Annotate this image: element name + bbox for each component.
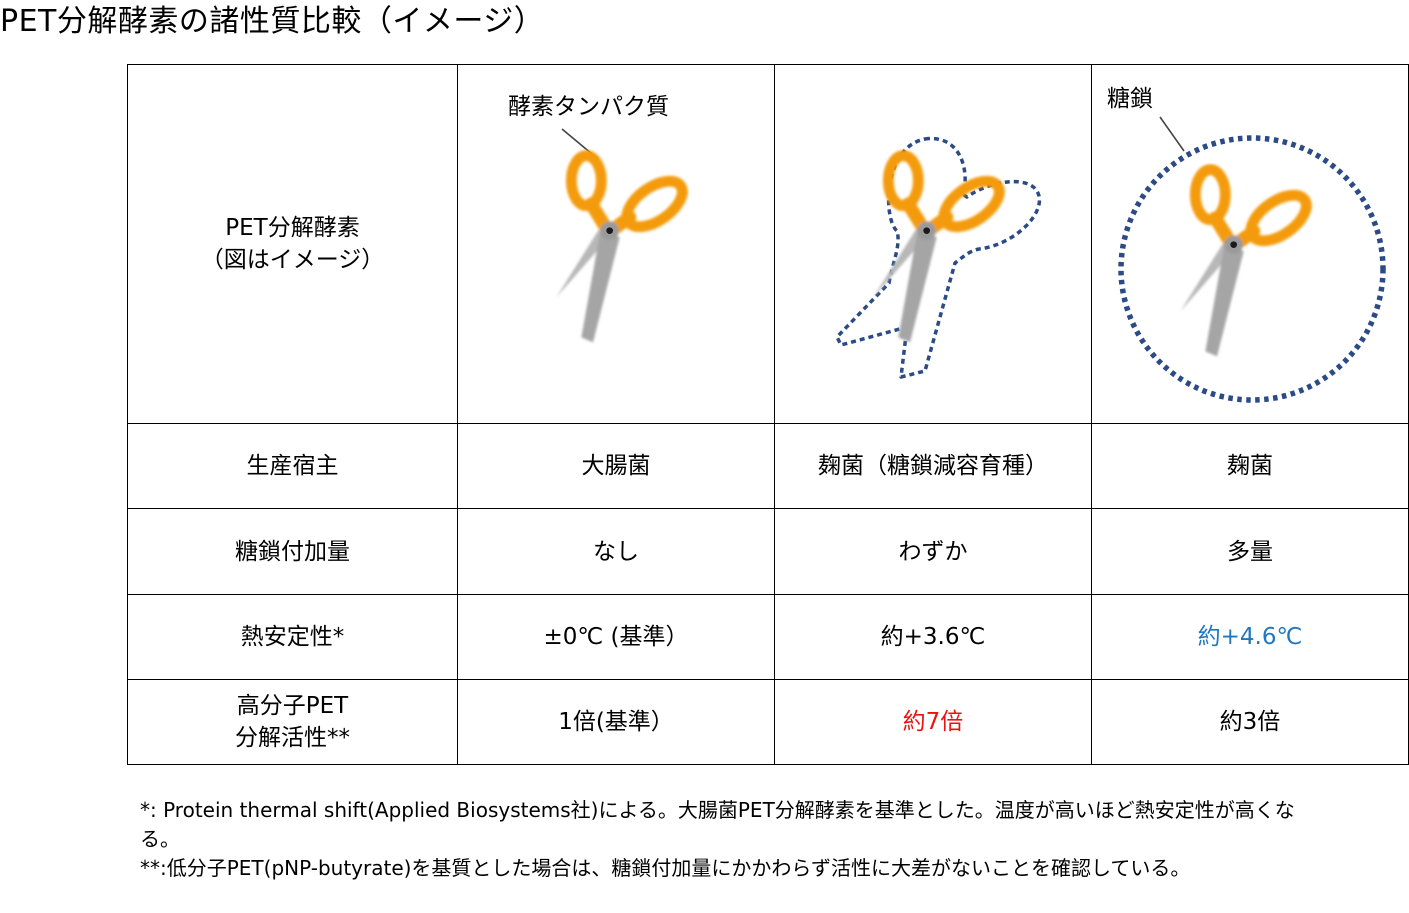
- table-row: 高分子PET 分解活性** 1倍(基準） 約7倍 約3倍: [127, 679, 1409, 765]
- enzyme-illustration-koji: [1118, 116, 1386, 403]
- table-cell: なし: [457, 508, 775, 595]
- row-label: 高分子PET 分解活性**: [127, 679, 458, 765]
- table-cell: 約+3.6℃: [774, 594, 1092, 680]
- row-label-line1: 高分子PET: [236, 693, 349, 719]
- table-row: 生産宿主 大腸菌 麹菌（糖鎖減容育種） 麹菌: [127, 423, 1409, 509]
- table-cell: ±0℃ (基準）: [457, 594, 775, 680]
- callout-protein: 酵素タンパク質: [508, 94, 669, 120]
- table-row: PET分解酵素 （図はイメージ） 酵素タンパク質 糖鎖: [127, 64, 1409, 424]
- image-cell-koji-reduced: [774, 64, 1092, 424]
- table-cell: 麹菌（糖鎖減容育種）: [774, 423, 1092, 509]
- callout-glycan: 糖鎖: [1107, 86, 1153, 112]
- header-label-cell: PET分解酵素 （図はイメージ）: [127, 64, 458, 424]
- table-cell-highlight-blue: 約+4.6℃: [1091, 594, 1409, 680]
- row-label: 熱安定性*: [127, 594, 458, 680]
- page-title: PET分解酵素の諸性質比較（イメージ）: [0, 4, 545, 39]
- table-cell: 大腸菌: [457, 423, 775, 509]
- table-cell: 多量: [1091, 508, 1409, 595]
- table-cell: 約3倍: [1091, 679, 1409, 765]
- footnote-2: **:低分子PET(pNP-butyrate)を基質とした場合は、糖鎖付加量にか…: [140, 856, 1191, 880]
- row-label-line2: 分解活性**: [235, 725, 350, 751]
- row-label: 生産宿主: [127, 423, 458, 509]
- header-label-line2: （図はイメージ）: [200, 247, 385, 273]
- footnotes: *: Protein thermal shift(Applied Biosyst…: [140, 796, 1330, 883]
- image-cell-ecoli: 酵素タンパク質: [457, 64, 775, 424]
- comparison-table: PET分解酵素 （図はイメージ） 酵素タンパク質 糖鎖 生産宿主: [127, 64, 1409, 765]
- image-cell-koji: 糖鎖: [1091, 64, 1409, 424]
- table-row: 糖鎖付加量 なし わずか 多量: [127, 508, 1409, 595]
- enzyme-illustration-ecoli: [458, 128, 775, 423]
- table-cell-highlight-red: 約7倍: [774, 679, 1092, 765]
- scissors-icon: [556, 156, 690, 343]
- table-row: 熱安定性* ±0℃ (基準） 約+3.6℃ 約+4.6℃: [127, 594, 1409, 680]
- row-label: 糖鎖付加量: [127, 508, 458, 595]
- header-label-line1: PET分解酵素: [225, 215, 360, 241]
- scissors-icon: [1180, 170, 1314, 357]
- table-cell: 麹菌: [1091, 423, 1409, 509]
- glycan-outline: [835, 136, 1041, 379]
- table-cell: 1倍(基準）: [457, 679, 775, 765]
- footnote-1: *: Protein thermal shift(Applied Biosyst…: [140, 798, 1295, 851]
- table-cell: わずか: [774, 508, 1092, 595]
- enzyme-illustration-koji-reduced: [835, 136, 1041, 379]
- glycan-circle: [1118, 135, 1386, 403]
